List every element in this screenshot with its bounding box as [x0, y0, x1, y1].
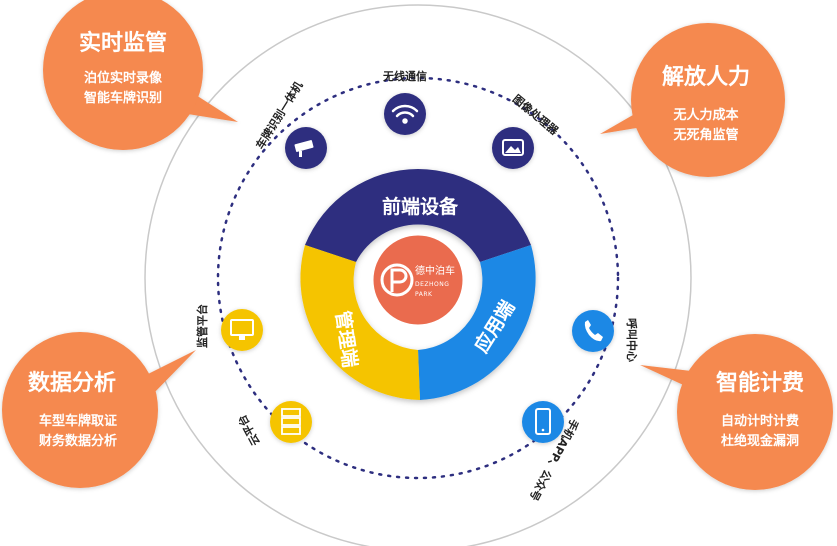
monitor-icon	[230, 319, 254, 340]
image-icon	[502, 139, 524, 156]
wifi-icon	[391, 104, 419, 124]
node-label-wifi: 无线通信	[382, 69, 427, 83]
phone-icon	[584, 320, 603, 342]
callout-top-right: 解放人力 无人力成本 无死角监管	[600, 23, 785, 177]
dotted-orbit	[216, 76, 620, 480]
callout-top-left-line1: 泊位实时录像	[84, 70, 163, 86]
brand-name-cn: 德中泊车	[415, 264, 455, 277]
node-wifi[interactable]	[384, 93, 426, 135]
node-image[interactable]	[492, 127, 534, 169]
callout-top-left-title: 实时监管	[79, 30, 167, 56]
server-icon	[281, 408, 301, 435]
ring-segment-platform[interactable]	[300, 245, 420, 400]
node-camera[interactable]	[285, 127, 327, 169]
park-logo-icon	[380, 263, 414, 297]
node-monitor[interactable]	[221, 309, 263, 351]
callout-bottom-right-title: 智能计费	[716, 370, 804, 396]
callout-bottom-right-line1: 自动计时计费	[721, 413, 799, 429]
brand-name-en-1: DEZHONG	[415, 281, 449, 288]
callout-top-right-title: 解放人力	[662, 64, 750, 90]
mobile-icon	[535, 408, 551, 435]
callout-top-left-line2: 智能车牌识别	[84, 90, 162, 106]
node-phone[interactable]	[572, 310, 614, 352]
callout-bottom-left-line1: 车型车牌取证	[39, 413, 117, 429]
callout-bottom-right-line2: 杜绝现金漏洞	[721, 433, 799, 449]
callout-top-right-line1: 无人力成本	[672, 107, 738, 123]
callout-bottom-left-line2: 财务数据分析	[39, 433, 117, 449]
outer-circle	[144, 4, 692, 546]
ring-segment-app[interactable]	[418, 245, 536, 400]
callout-top-right-line2: 无死角监管	[672, 127, 738, 143]
center-logo: 德中泊车 DEZHONG PARK	[370, 232, 466, 328]
callout-bottom-left: 数据分析 车型车牌取证 财务数据分析	[2, 332, 196, 488]
ring-segment-front[interactable]	[305, 168, 531, 262]
ring	[300, 168, 536, 400]
ring-label-front: 前端设备	[382, 195, 459, 218]
node-label-server: 云平台	[235, 412, 263, 448]
node-label-monitor: 监管平台	[195, 304, 209, 348]
callout-bottom-right: 智能计费 自动计时计费 杜绝现金漏洞	[640, 334, 833, 490]
callout-top-left: 实时监管 泊位实时录像 智能车牌识别	[43, 0, 238, 150]
node-label-phone: 呼叫中心	[625, 318, 639, 362]
node-mobile[interactable]	[522, 401, 564, 443]
camera-icon	[294, 140, 314, 157]
brand-name-en-2: PARK	[415, 291, 433, 298]
callout-bottom-left-title: 数据分析	[28, 370, 116, 396]
node-server[interactable]	[270, 401, 312, 443]
